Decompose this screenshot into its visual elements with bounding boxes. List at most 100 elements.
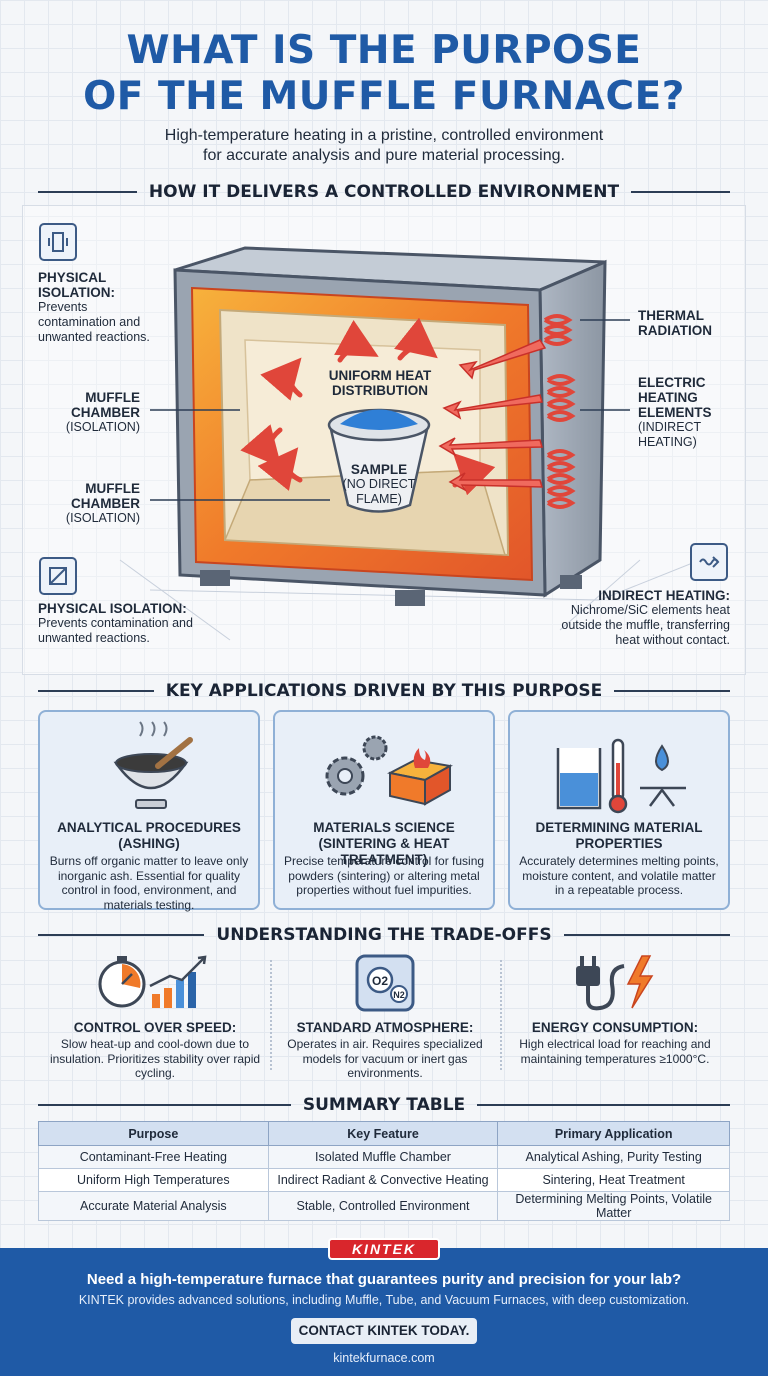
ash-crucible-icon xyxy=(40,718,258,818)
title-line-1: WHAT IS THE PURPOSE xyxy=(126,28,642,73)
card-text: Precise temperature control for fusing p… xyxy=(283,854,485,897)
section-title: SUMMARY TABLE xyxy=(302,1095,466,1115)
table-row: Uniform High Temperatures Indirect Radia… xyxy=(38,1168,730,1192)
label-indirect-heating: INDIRECT HEATING: Nichrome/SiC elements … xyxy=(560,588,730,648)
table-row: Contaminant-Free Heating Isolated Muffle… xyxy=(38,1145,730,1169)
footer-pitch: KINTEK provides advanced solutions, incl… xyxy=(78,1293,690,1307)
beaker-thermometer-icon xyxy=(510,718,728,818)
label-text: Nichrome/SiC elements heat outside the m… xyxy=(561,603,730,647)
tradeoff-title: STANDARD ATMOSPHERE: xyxy=(296,1020,474,1035)
furnace-cutaway-diagram xyxy=(119,246,701,641)
footer-question: Need a high-temperature furnace that gua… xyxy=(86,1271,682,1288)
label-sample: SAMPLE (NO DIRECT FLAME) xyxy=(334,462,424,507)
column-header: Primary Application xyxy=(497,1121,730,1146)
label-title: UNIFORM HEAT DISTRIBUTION xyxy=(328,368,432,398)
divider xyxy=(38,934,205,936)
tradeoff-control-over-speed: CONTROL OVER SPEED: Slow heat-up and coo… xyxy=(40,950,270,1080)
section-heading-controlled-environment: HOW IT DELIVERS A CONTROLLED ENVIRONMENT xyxy=(38,181,730,203)
gears-heat-block-icon xyxy=(275,718,493,818)
table-cell: Indirect Radiant & Convective Heating xyxy=(267,1168,499,1192)
section-title: UNDERSTANDING THE TRADE-OFFS xyxy=(216,925,552,945)
card-title: DETERMINING MATERIAL PROPERTIES xyxy=(535,820,703,851)
n2-label: N2 xyxy=(393,990,405,1000)
tradeoff-text: Operates in air. Requires specialized mo… xyxy=(287,1037,483,1080)
subtitle-line-2: for accurate analysis and pure material … xyxy=(203,147,565,164)
plug-lightning-icon xyxy=(500,950,730,1014)
leader-lines xyxy=(150,319,630,501)
divider xyxy=(38,191,137,193)
subtitle-line-1: High-temperature heating in a pristine, … xyxy=(164,127,604,144)
foot xyxy=(560,575,582,589)
table-cell: Analytical Ashing, Purity Testing xyxy=(497,1145,730,1169)
label-physical-isolation-top: PHYSICAL ISOLATION: Prevents contaminati… xyxy=(38,270,158,345)
section-title: KEY APPLICATIONS DRIVEN BY THIS PURPOSE xyxy=(165,681,603,701)
isolation-icon xyxy=(39,557,77,595)
card-text: Accurately determines melting points, mo… xyxy=(519,854,719,897)
gas-o2-n2-icon: O2 N2 xyxy=(270,950,500,1014)
label-text: Prevents contamination and unwanted reac… xyxy=(38,300,150,344)
casing-right xyxy=(538,259,607,598)
section-title: HOW IT DELIVERS A CONTROLLED ENVIRONMENT xyxy=(148,182,620,202)
application-card-materials-science: MATERIALS SCIENCE (SINTERING & HEAT TREA… xyxy=(273,710,495,910)
kintek-logo: KINTEK xyxy=(328,1238,440,1260)
contact-button[interactable]: CONTACT KINTEK TODAY. xyxy=(291,1318,477,1344)
divider xyxy=(38,1104,291,1106)
section-heading-applications: KEY APPLICATIONS DRIVEN BY THIS PURPOSE xyxy=(38,680,730,702)
column-header: Purpose xyxy=(38,1121,269,1146)
table-cell: Isolated Muffle Chamber xyxy=(267,1145,499,1169)
website-link[interactable]: kintekfurnace.com xyxy=(333,1351,435,1365)
table-cell: Contaminant-Free Heating xyxy=(38,1145,269,1169)
label-thermal-radiation: THERMAL RADIATION xyxy=(638,308,738,338)
column-header: Key Feature xyxy=(267,1121,499,1146)
label-sub: (NO DIRECT FLAME) xyxy=(342,477,416,506)
table-cell: Uniform High Temperatures xyxy=(38,1168,269,1192)
table-cell: Stable, Controlled Environment xyxy=(267,1191,499,1221)
tradeoff-energy-consumption: ENERGY CONSUMPTION: High electrical load… xyxy=(500,950,730,1080)
label-title: MUFFLE CHAMBER xyxy=(71,390,140,420)
foot xyxy=(395,590,425,606)
divider xyxy=(270,960,272,1070)
divider xyxy=(477,1104,731,1106)
card-title: ANALYTICAL PROCEDURES (ASHING) xyxy=(57,820,241,851)
divider xyxy=(614,690,730,692)
label-title: PHYSICAL ISOLATION: xyxy=(38,601,187,616)
page-title: WHAT IS THE PURPOSE OF THE MUFFLE FURNAC… xyxy=(0,28,768,120)
radiation-arrows xyxy=(438,339,547,492)
page-subtitle: High-temperature heating in a pristine, … xyxy=(0,126,768,166)
tradeoff-standard-atmosphere: O2 N2 STANDARD ATMOSPHERE: Operates in a… xyxy=(270,950,500,1080)
tradeoff-text: Slow heat-up and cool-down due to insula… xyxy=(49,1037,261,1080)
divider xyxy=(631,191,730,193)
label-title: MUFFLE CHAMBER xyxy=(71,481,140,511)
table-cell: Determining Melting Points, Volatile Mat… xyxy=(497,1191,730,1221)
o2-label: O2 xyxy=(372,974,388,988)
card-title: MATERIALS SCIENCE (SINTERING & HEAT TREA… xyxy=(313,820,455,867)
section-heading-tradeoffs: UNDERSTANDING THE TRADE-OFFS xyxy=(38,924,730,946)
floor-grid xyxy=(119,559,701,641)
sample-crucible xyxy=(327,408,431,513)
heating-coil-icon xyxy=(690,543,728,581)
tradeoff-title: CONTROL OVER SPEED: xyxy=(73,1020,237,1035)
application-card-ashing: ANALYTICAL PROCEDURES (ASHING) Burns off… xyxy=(38,710,260,912)
label-text: Prevents contamination and unwanted reac… xyxy=(38,616,193,645)
label-title: PHYSICAL ISOLATION: xyxy=(38,270,115,300)
card-text: Burns off organic matter to leave only i… xyxy=(49,854,249,912)
foot xyxy=(200,570,230,586)
table-row: Accurate Material Analysis Stable, Contr… xyxy=(38,1191,730,1221)
label-title: SAMPLE xyxy=(350,462,408,477)
table-cell: Sintering, Heat Treatment xyxy=(497,1168,730,1192)
divider xyxy=(38,690,154,692)
label-muffle-chamber-1: MUFFLE CHAMBER (ISOLATION) xyxy=(40,390,140,435)
divider xyxy=(563,934,730,936)
tradeoff-text: High electrical load for reaching and ma… xyxy=(519,1037,711,1066)
tradeoff-title: ENERGY CONSUMPTION: xyxy=(531,1020,699,1035)
label-title: INDIRECT HEATING: xyxy=(598,588,730,603)
heating-element-coils xyxy=(543,314,576,509)
isolation-icon xyxy=(39,223,77,261)
label-title: THERMAL RADIATION xyxy=(638,308,712,338)
footer-cta-banner: KINTEK Need a high-temperature furnace t… xyxy=(0,1238,768,1376)
label-electric-heating-elements: ELECTRIC HEATING ELEMENTS (INDIRECT HEAT… xyxy=(638,375,728,450)
label-sub: (ISOLATION) xyxy=(65,511,140,525)
table-header-row: Purpose Key Feature Primary Application xyxy=(38,1121,730,1146)
stopwatch-chart-icon xyxy=(40,950,270,1014)
application-card-material-properties: DETERMINING MATERIAL PROPERTIES Accurate… xyxy=(508,710,730,910)
